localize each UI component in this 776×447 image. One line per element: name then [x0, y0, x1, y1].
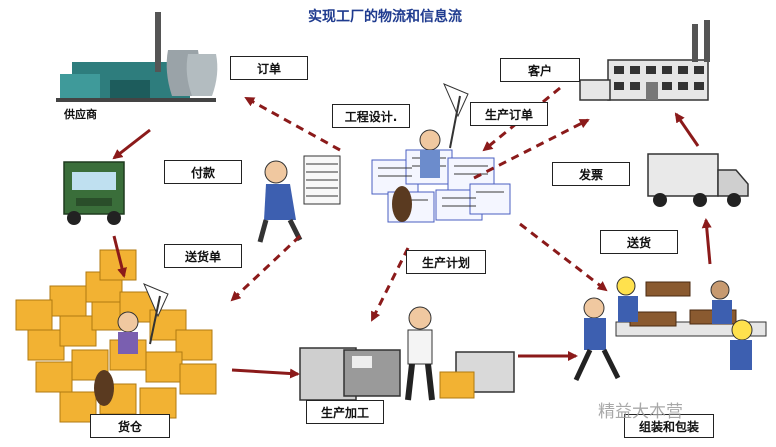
- warehouse-worker-icon: [94, 283, 169, 406]
- arrow-order: [244, 96, 341, 152]
- invoice-label: 发票: [552, 162, 630, 186]
- production-label: 生产加工: [306, 400, 384, 424]
- diagram-title: 实现工厂的物流和信息流: [308, 9, 462, 25]
- warehouse-label: 货仓: [90, 414, 170, 438]
- assembly-label: 组装和包装: [624, 414, 714, 438]
- arrow-supplier-to-truck: [112, 128, 151, 160]
- customer-factory-icon: [579, 20, 710, 101]
- shipping-label: 送货: [600, 230, 678, 254]
- production-worker-icon: [405, 306, 435, 401]
- warehouse-boxes-icon: [15, 249, 217, 423]
- arrow-invoice: [473, 118, 590, 180]
- watermark-text: 精益大本营: [598, 402, 683, 422]
- arrow-production-plan: [370, 247, 410, 322]
- arrow-truck-to-warehouse: [112, 235, 127, 278]
- supplier-factory-icon: [56, 12, 218, 102]
- assembly-team-icon: [573, 276, 767, 382]
- arrow-delivery-note: [230, 234, 302, 302]
- arrow-truck-to-customer: [674, 112, 700, 147]
- clerk-with-documents-icon: [257, 155, 341, 243]
- paperwork-pile-icon: [371, 83, 511, 223]
- arrow-assembly-to-truck: [701, 218, 712, 265]
- order-label: 订单: [230, 56, 308, 80]
- production-machine-icon: [299, 347, 515, 401]
- production-order-label: 生产订单: [470, 102, 548, 126]
- supplier-label: 供应商: [64, 108, 97, 121]
- delivery-truck-icon: [647, 153, 749, 207]
- supplier-truck-icon: [63, 161, 125, 225]
- engineering-design-label: 工程设计.: [332, 104, 410, 128]
- material-flow-arrows: [112, 112, 712, 379]
- production-plan-label: 生产计划: [406, 250, 486, 274]
- customer-label: 客户: [500, 58, 580, 82]
- payment-label: 付款: [164, 160, 242, 184]
- arrow-to-assembly: [519, 222, 608, 292]
- delivery-note-label: 送货单: [164, 244, 242, 268]
- arrow-warehouse-to-production: [231, 368, 300, 379]
